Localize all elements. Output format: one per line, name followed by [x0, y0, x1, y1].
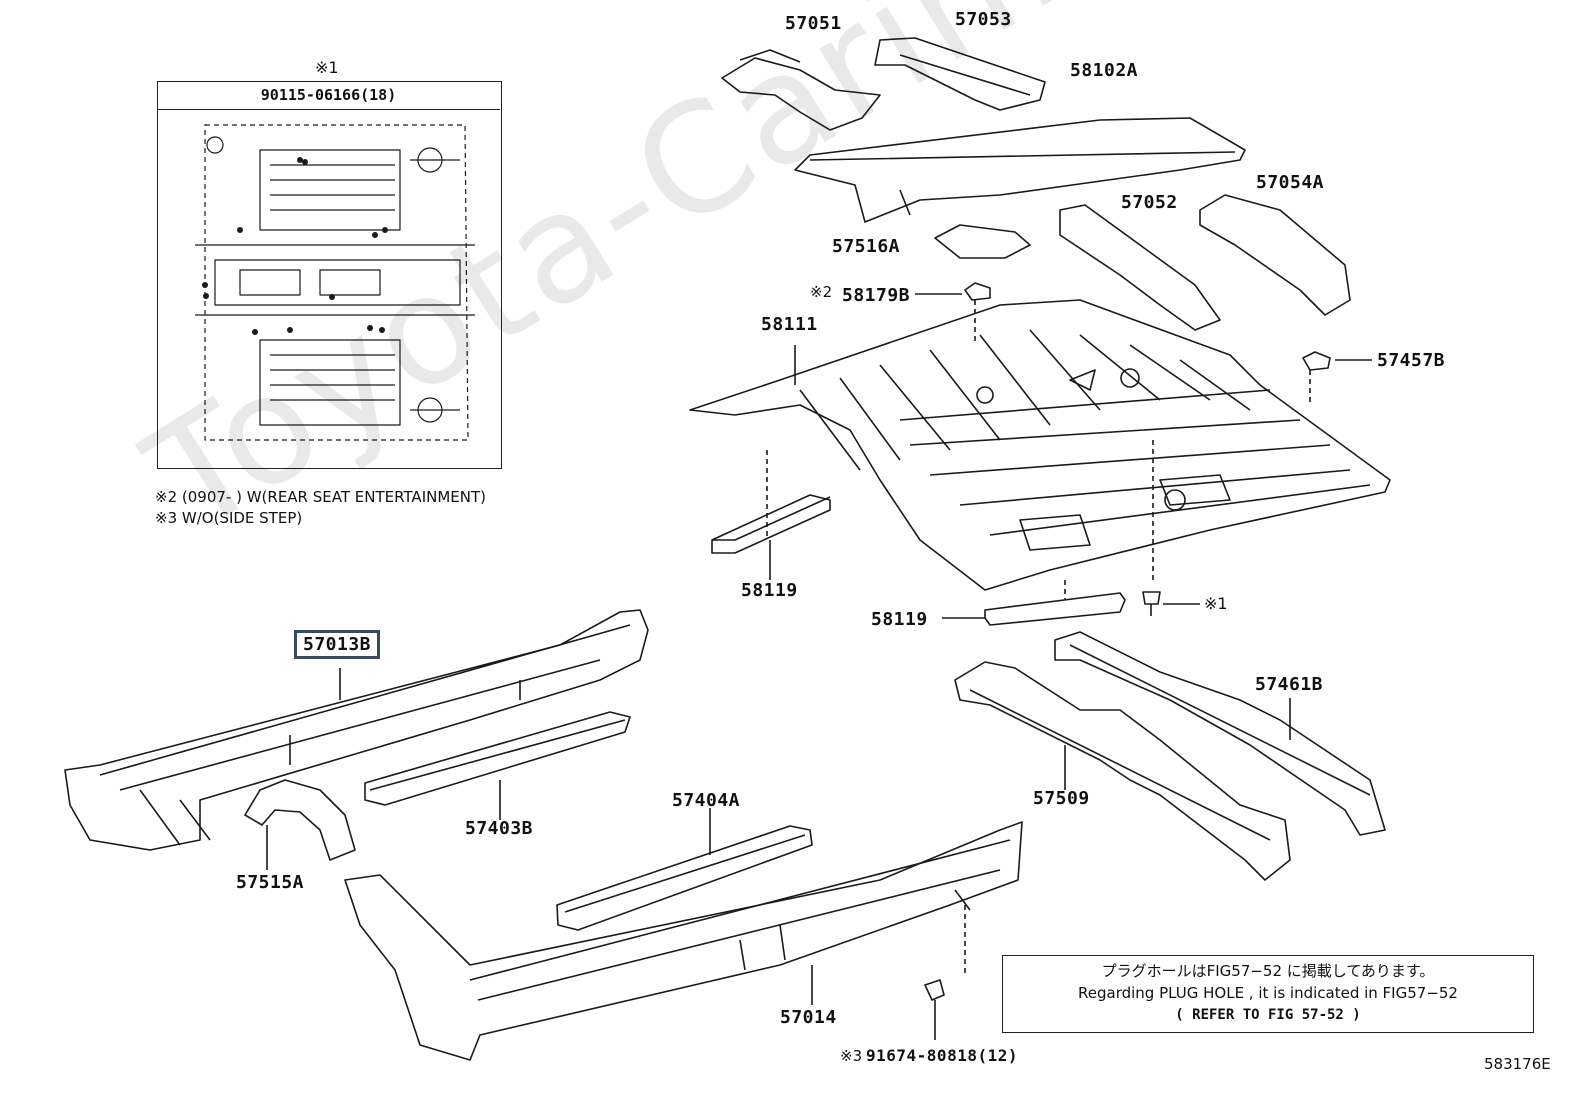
- reference-box: プラグホールはFIG57−52 に掲載してあります。 Regarding PLU…: [1002, 955, 1534, 1033]
- part-57013b-shape: [64, 609, 649, 851]
- part-label-91674[interactable]: 91674-80818(12): [866, 1046, 1018, 1065]
- part-57461b-shape: [1054, 631, 1386, 836]
- part-label-58119-left[interactable]: 58119: [741, 580, 798, 601]
- part-57457b-shape: [1302, 351, 1331, 371]
- part-57509-shape: [954, 661, 1291, 881]
- part-label-58119-bottom[interactable]: 58119: [871, 609, 928, 630]
- inset-frame: [157, 81, 502, 469]
- part-57051-shape: [721, 49, 881, 131]
- part-label-57054a[interactable]: 57054A: [1256, 172, 1325, 193]
- part-label-57516a[interactable]: 57516A: [832, 236, 901, 257]
- part-label-57013b-selected[interactable]: 57013B: [294, 630, 381, 659]
- part-label-57014[interactable]: 57014: [780, 1007, 837, 1028]
- inset-mark: ※1: [315, 58, 339, 77]
- part-57053-shape: [874, 37, 1046, 111]
- part-label-57509[interactable]: 57509: [1033, 788, 1090, 809]
- part-label-58102a[interactable]: 58102A: [1070, 60, 1139, 81]
- part-label-58179b[interactable]: 58179B: [842, 285, 911, 306]
- part-57014-shape: [344, 821, 1023, 1061]
- inset-floor-sketch: [195, 124, 475, 441]
- reference-line-jp: プラグホールはFIG57−52 に掲載してあります。: [1101, 962, 1435, 980]
- part-label-58111[interactable]: 58111: [761, 314, 818, 335]
- part-57054a-shape: [1199, 194, 1351, 316]
- part-label-57515a[interactable]: 57515A: [236, 872, 305, 893]
- note-rear-seat-entertainment: ※2 (0907- ) W(REAR SEAT ENTERTAINMENT): [155, 488, 486, 506]
- part-58111-shape: [689, 299, 1391, 591]
- part-58119b-shape: [984, 592, 1126, 626]
- reference-link[interactable]: ( REFER TO FIG 57-52 ): [1175, 1007, 1361, 1023]
- part-57404a-shape: [556, 825, 813, 931]
- part-57515a-shape: [244, 779, 356, 861]
- part-58179b-mark: ※2: [810, 283, 833, 301]
- part-label-57457b[interactable]: 57457B: [1377, 350, 1446, 371]
- part-label-57461b[interactable]: 57461B: [1255, 674, 1324, 695]
- note-side-step: ※3 W/O(SIDE STEP): [155, 509, 303, 527]
- part-58179b-shape: [964, 282, 991, 301]
- part-58119a-shape: [711, 494, 831, 554]
- inset-part-number[interactable]: 90115-06166(18): [157, 81, 500, 110]
- bolt-mark: ※1: [1204, 594, 1228, 613]
- screw-shape: [924, 979, 945, 1040]
- part-57516a-shape: [934, 224, 1031, 259]
- part-label-57404a[interactable]: 57404A: [672, 790, 741, 811]
- part-label-57051[interactable]: 57051: [785, 13, 842, 34]
- part-58102a-shape: [794, 117, 1246, 223]
- bolt-shape: [1142, 591, 1161, 616]
- part-label-57053[interactable]: 57053: [955, 9, 1012, 30]
- part-label-57403b[interactable]: 57403B: [465, 818, 534, 839]
- screw-mark: ※3: [840, 1047, 863, 1065]
- part-57052-shape: [1059, 204, 1221, 331]
- part-57403b-shape: [364, 711, 631, 806]
- diagram-number: 583176E: [1484, 1055, 1551, 1073]
- reference-line-en: Regarding PLUG HOLE , it is indicated in…: [1078, 984, 1458, 1002]
- part-label-57052[interactable]: 57052: [1121, 192, 1178, 213]
